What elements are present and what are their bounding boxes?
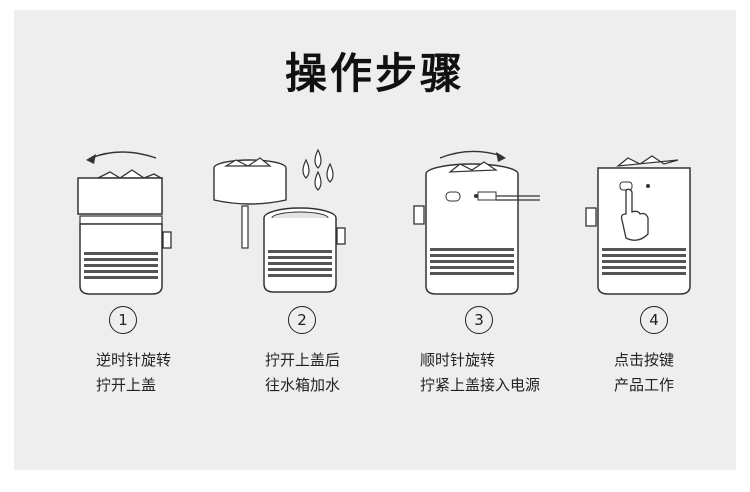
unscrew-lid-illustration [77,151,172,295]
step-3-line-1: 顺时针旋转 [420,351,496,369]
step-4-line-2: 产品工作 [614,376,675,394]
step-3-description: 顺时针旋转 拧紧上盖接入电源 [420,348,590,398]
step-number-2: 2 [288,306,316,334]
page-title: 操作步骤 [284,49,465,98]
step-2-line-1: 拧开上盖后 [265,351,341,369]
step-4-line-1: 点击按键 [614,351,675,369]
close-lid-and-power-illustration [413,150,540,295]
step-2: 2 拧开上盖后 往水箱加水 [208,148,378,398]
step-1: 1 逆时针旋转 拧开上盖 [36,148,206,398]
fill-water-illustration [213,148,346,293]
step-1-line-1: 逆时针旋转 [96,351,172,369]
step-2-description: 拧开上盖后 往水箱加水 [265,348,435,398]
step-1-line-2: 拧开上盖 [96,376,157,394]
step-3-line-2: 拧紧上盖接入电源 [420,376,541,394]
step-number-3: 3 [465,306,493,334]
step-2-line-2: 往水箱加水 [265,376,341,394]
step-4: 4 点击按键 产品工作 [568,148,738,398]
step-number-4: 4 [640,306,668,334]
step-4-description: 点击按键 产品工作 [614,348,750,398]
press-button-illustration [585,155,691,295]
step-3: 3 顺时针旋转 拧紧上盖接入电源 [400,148,570,398]
step-number-1: 1 [109,306,137,334]
step-1-description: 逆时针旋转 拧开上盖 [96,348,266,398]
